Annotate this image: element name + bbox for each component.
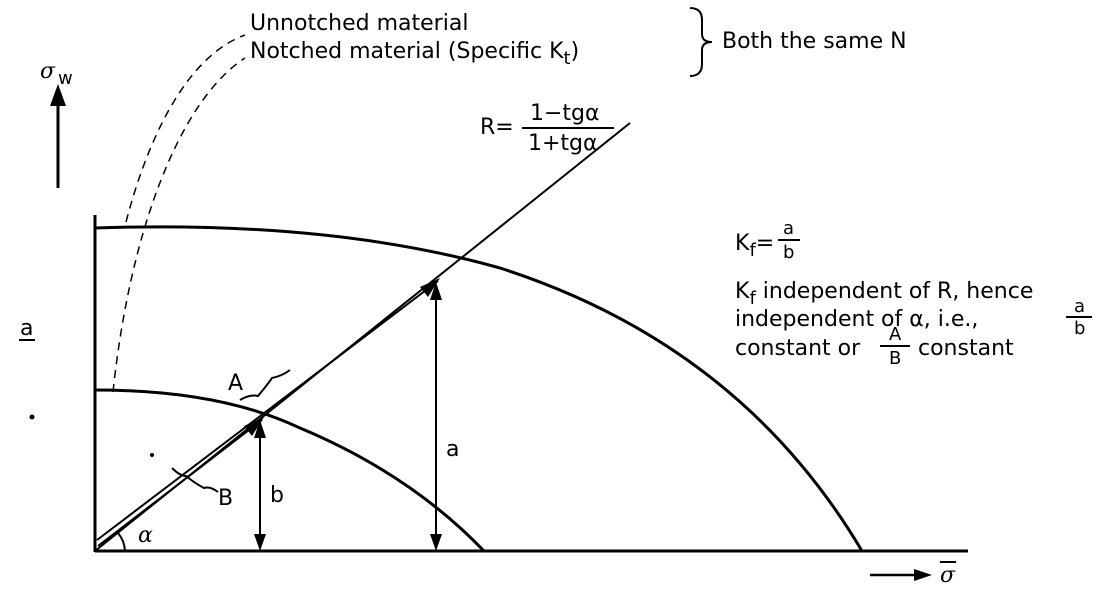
b-dimension-top-head: [254, 420, 266, 438]
x-axis-arrowhead: [914, 569, 932, 581]
explanation-line2-num: a: [1074, 296, 1085, 317]
alpha-arc: [117, 532, 126, 552]
vector-A: [96, 280, 439, 541]
label-B: B: [218, 486, 233, 511]
figure-label: a: [20, 316, 33, 341]
label-a: a: [446, 437, 459, 462]
b-dimension-bottom-head: [254, 534, 266, 551]
stray-dot-2: [150, 453, 154, 457]
a-dimension-bottom-head: [430, 534, 442, 551]
stray-dot: [29, 414, 35, 420]
kf-lhs: Kf=: [735, 231, 774, 261]
leader-unnotched: [125, 34, 246, 223]
explanation-line3-den: B: [889, 348, 901, 369]
y-axis-subscript: w: [58, 68, 73, 89]
explanation-line3-b: constant: [918, 336, 1014, 361]
legend-notched: Notched material (Specific Kt): [250, 39, 579, 69]
leader-notched: [112, 57, 246, 393]
y-axis-arrowhead: [50, 84, 66, 106]
y-axis-symbol: σ: [40, 59, 56, 84]
a-dimension-top-head: [430, 282, 442, 300]
explanation-line3-a: constant or: [735, 336, 861, 361]
vector-B: [97, 419, 263, 547]
x-axis-symbol: σ: [940, 563, 956, 585]
vector-B-head: [244, 417, 264, 436]
vector-A-head: [420, 278, 440, 297]
brace-A: [239, 369, 291, 401]
kf-numerator: a: [783, 218, 794, 239]
label-A: A: [228, 371, 243, 396]
ratio-lhs: R=: [480, 115, 514, 140]
legend-unnotched: Unnotched material: [250, 11, 468, 36]
alpha-label: α: [138, 523, 153, 548]
ratio-numerator: 1−tgα: [530, 101, 600, 126]
ratio-denominator: 1+tgα: [528, 131, 598, 156]
kf-denominator: b: [783, 242, 794, 263]
notched-curve: [94, 388, 486, 553]
explanation-line2-den: b: [1074, 318, 1085, 339]
explanation-line1: Kf independent of R, hence: [735, 279, 1033, 309]
legend-brace: [689, 7, 713, 77]
label-b: b: [270, 483, 284, 508]
legend-same-n: Both the same N: [722, 29, 907, 54]
unnotched-curve: [94, 225, 864, 552]
explanation-line2: independent of α, i.e.,: [735, 307, 978, 332]
brace-B: [171, 467, 219, 493]
explanation-line3-num: A: [889, 324, 902, 345]
